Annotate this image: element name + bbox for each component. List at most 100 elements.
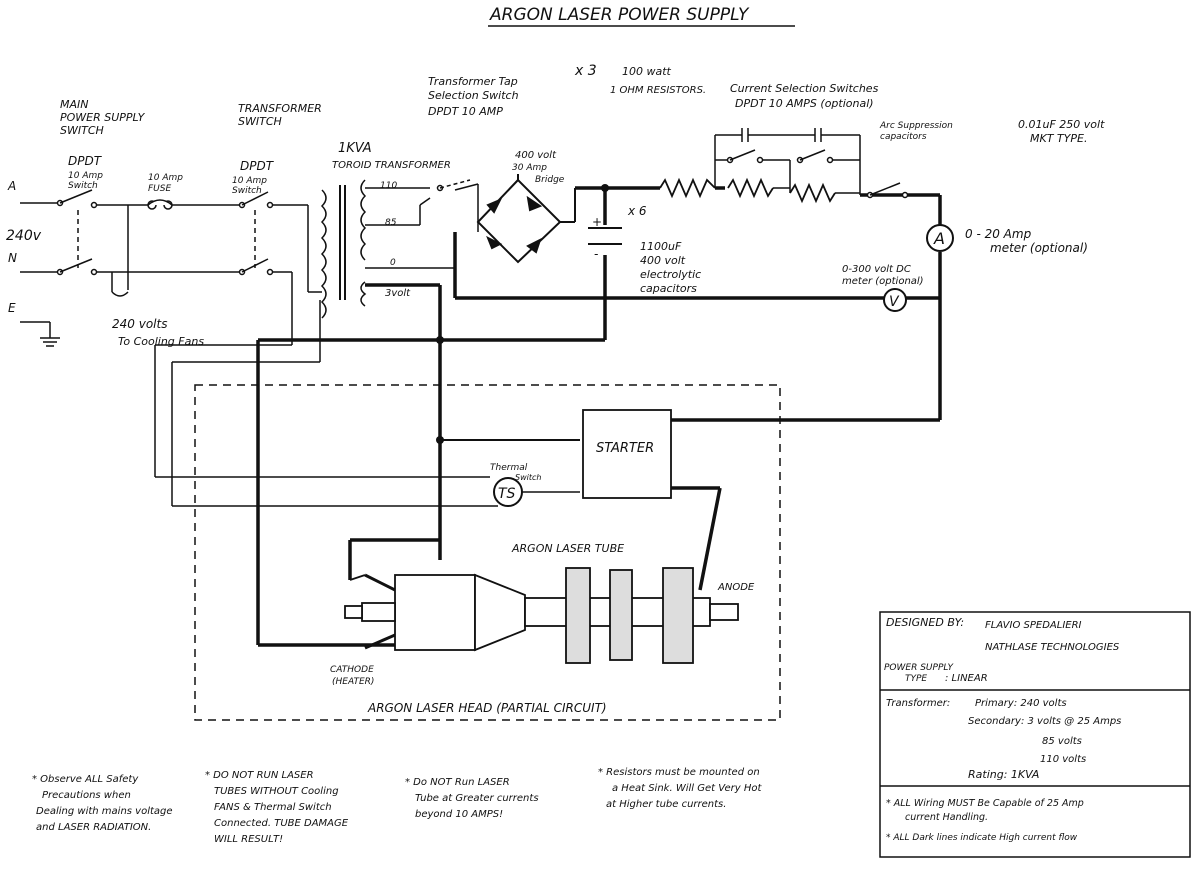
tap-110-label: 110 — [380, 181, 397, 191]
safety-note: TUBES WITHOUT Cooling — [214, 786, 339, 797]
voltmeter-symbol: V — [889, 294, 900, 310]
dpdt-transformer-rating: Switch — [232, 186, 262, 196]
arc-caps-label: capacitors — [880, 132, 927, 142]
transformer-spec-label: Transformer: — [886, 698, 950, 709]
dpdt-transformer-label: DPDT — [240, 159, 275, 173]
wiring-note: current Handling. — [905, 812, 988, 823]
thermal-switch: TS — [493, 477, 523, 507]
thermal-switch-label: Thermal — [490, 463, 528, 473]
toroid-transformer — [320, 179, 456, 319]
arc-caps-label: Arc Suppression — [879, 121, 953, 131]
mains-voltage: 240v — [6, 228, 42, 244]
dpdt-main-rating: Switch — [68, 181, 98, 191]
cathode-label: CATHODE — [330, 665, 374, 675]
safety-note: * DO NOT RUN LASER — [205, 770, 314, 781]
cap-minus: - — [594, 247, 598, 261]
voltmeter-label: meter (optional) — [842, 276, 924, 287]
bridge-label: 400 volt — [515, 150, 557, 161]
fuse-label: FUSE — [148, 184, 171, 194]
safety-note: Dealing with mains voltage — [36, 806, 173, 817]
mains-wiring — [20, 202, 580, 507]
argon-laser-tube — [344, 567, 739, 664]
laser-head-label: ARGON LASER HEAD (PARTIAL CIRCUIT) — [367, 701, 607, 715]
resistor-count: x 3 — [574, 63, 597, 79]
fans-label: 240 volts — [112, 317, 167, 331]
safety-note: * Observe ALL Safety — [32, 774, 139, 785]
bridge-label: 30 Amp — [512, 163, 547, 173]
safety-note: a Heat Sink. Will Get Very Hot — [612, 783, 762, 794]
terminal-n: N — [8, 251, 17, 265]
designed-by-label: DESIGNED BY: — [886, 616, 964, 629]
transformer-rating-label: 1KVA — [338, 141, 372, 156]
safety-note: at Higher tube currents. — [606, 799, 726, 810]
supply-type: : LINEAR — [945, 673, 988, 684]
resistor-label: 1 OHM RESISTORS. — [610, 85, 706, 96]
arc-cap-value: MKT TYPE. — [1030, 132, 1087, 145]
secondary-spec: Secondary: 3 volts @ 25 Amps — [968, 716, 1121, 727]
cap-plus: + — [592, 215, 602, 229]
safety-note: * Do NOT Run LASER — [405, 777, 510, 788]
tap-switch-label: Selection Switch — [428, 89, 519, 102]
anode-label: ANODE — [717, 582, 755, 593]
terminal-a: A — [7, 179, 16, 193]
schematic-title: ARGON LASER POWER SUPPLY — [489, 5, 750, 25]
tap-switch-label: Transformer Tap — [428, 75, 518, 88]
supply-type-label: TYPE — [905, 674, 927, 684]
safety-note: WILL RESULT! — [214, 834, 283, 845]
current-selection-switches[interactable] — [714, 128, 909, 199]
main-switch-label: POWER SUPPLY — [60, 111, 146, 124]
capacitor-label: electrolytic — [640, 268, 701, 281]
safety-note: Connected. TUBE DAMAGE — [214, 818, 349, 829]
terminal-e: E — [8, 301, 16, 315]
capacitor-count: x 6 — [627, 204, 647, 218]
safety-note: * Resistors must be mounted on — [598, 767, 760, 778]
fuse-label: 10 Amp — [148, 173, 183, 183]
bridge-label: Bridge — [535, 175, 565, 185]
fans-label: To Cooling Fans — [118, 335, 204, 348]
main-switch-label: SWITCH — [60, 124, 104, 137]
dpdt-main-label: DPDT — [68, 154, 103, 168]
ammeter-label: 0 - 20 Amp — [965, 227, 1032, 241]
dark-lines-note: * ALL Dark lines indicate High current f… — [886, 833, 1078, 843]
tap-0-label: 0 — [390, 258, 396, 268]
designer-name: FLAVIO SPEDALIERI — [985, 620, 1082, 631]
tube-label: ARGON LASER TUBE — [511, 542, 624, 555]
bridge-rectifier — [476, 174, 576, 264]
transformer-dpdt-switch[interactable] — [238, 191, 274, 276]
primary-spec: Primary: 240 volts — [975, 698, 1067, 709]
secondary-85-spec: 85 volts — [1042, 736, 1082, 747]
transformer-label: TOROID TRANSFORMER — [332, 160, 451, 171]
company-name: NATHLASE TECHNOLOGIES — [985, 642, 1120, 653]
info-box: DESIGNED BY: FLAVIO SPEDALIERI NATHLASE … — [879, 611, 1191, 858]
tap-switch-label: DPDT 10 AMP — [428, 105, 503, 118]
rating-spec: Rating: 1KVA — [968, 768, 1039, 781]
ammeter-symbol: A — [933, 229, 945, 248]
resistor-label: 100 watt — [622, 65, 672, 78]
capacitor-label: 1100uF — [640, 240, 682, 253]
fuse — [147, 199, 173, 210]
ts-symbol: TS — [498, 486, 516, 502]
current-switches-label: DPDT 10 AMPS (optional) — [735, 97, 874, 110]
safety-note: and LASER RADIATION. — [36, 822, 151, 833]
safety-note: Tube at Greater currents — [415, 793, 539, 804]
tap-3volt-label: 3volt — [385, 288, 411, 299]
labels: MAIN POWER SUPPLY SWITCH DPDT 10 Amp Swi… — [6, 63, 1105, 715]
capacitor-label: 400 volt — [640, 254, 686, 267]
power-resistors — [659, 177, 836, 204]
supply-type-label: POWER SUPPLY — [884, 663, 955, 673]
secondary-110-spec: 110 volts — [1040, 754, 1086, 765]
current-switches-label: Current Selection Switches — [730, 82, 879, 95]
main-dpdt-switch[interactable] — [56, 189, 98, 276]
arc-cap-value: 0.01uF 250 volt — [1018, 118, 1105, 131]
transformer-switch-label: TRANSFORMER — [238, 102, 322, 115]
ammeter-label: meter (optional) — [990, 241, 1088, 255]
junction-dot — [436, 336, 444, 344]
voltmeter: V — [883, 288, 907, 312]
safety-note: FANS & Thermal Switch — [214, 802, 332, 813]
transformer-switch-label: SWITCH — [238, 115, 282, 128]
junction-dot — [601, 184, 609, 192]
safety-note: Precautions when — [42, 790, 131, 801]
tap-selection-switch[interactable] — [436, 179, 479, 232]
starter-box — [582, 409, 672, 499]
